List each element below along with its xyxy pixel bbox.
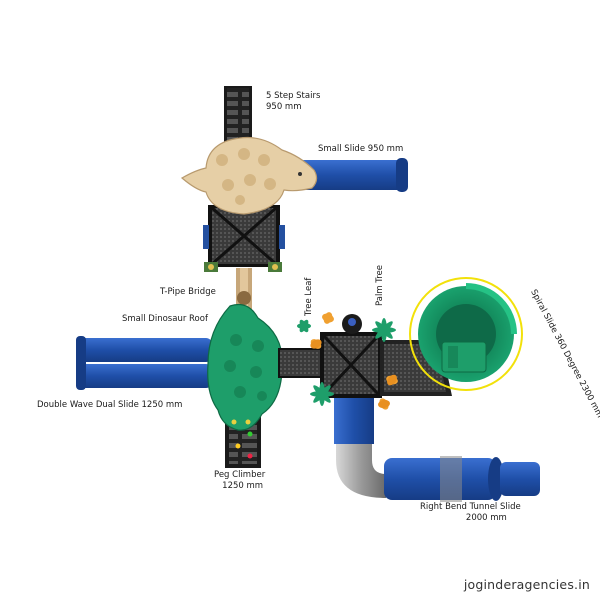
small-slide [296,158,408,192]
label-step-stairs-size: 950 mm [266,102,302,112]
label-t-pipe-bridge: T-Pipe Bridge [160,287,216,298]
label-step-stairs-name: 5 Step Stairs [266,91,321,101]
label-dino-roof: Small Dinosaur Roof [122,314,208,325]
label-palm-tree: Palm Tree [375,265,386,306]
label-peg-climber: Peg Climber 1250 mm [214,470,265,492]
tree-leaf-cluster [297,312,398,410]
label-small-slide: Small Slide 950 mm [318,144,403,155]
top-deck [203,205,285,272]
double-wave-dual-slide [76,336,212,390]
right-bend-tunnel-slide [334,398,540,502]
spiral-slide [409,277,523,391]
step-stairs [224,86,252,146]
label-peg-size: 1250 mm [222,481,264,491]
label-peg-name: Peg Climber [214,470,266,480]
green-dinosaur-roof [207,303,284,431]
label-double-wave: Double Wave Dual Slide 1250 mm [37,400,182,411]
label-small-slide-text: Small Slide 950 mm [318,144,404,154]
label-step-stairs: 5 Step Stairs 950 mm [266,91,320,113]
label-palm-tree-text: Palm Tree [375,264,385,306]
label-tunnel-name: Right Bend Tunnel Slide [420,502,521,512]
label-tunnel-size: 2000 mm [465,513,507,523]
palm-tree-leaves [310,318,396,406]
label-dino-roof-text: Small Dinosaur Roof [122,314,208,324]
beige-dinosaur-roof [180,136,318,215]
label-double-wave-text: Double Wave Dual Slide 1250 mm [37,400,183,410]
label-tunnel-slide: Right Bend Tunnel Slide 2000 mm [420,502,521,524]
label-t-pipe-text: T-Pipe Bridge [160,287,216,297]
label-tree-leaf-text: Tree Leaf [304,277,314,316]
label-tree-leaf: Tree Leaf [304,278,315,316]
center-deck [278,314,452,398]
watermark: joginderagencies.in [463,577,590,592]
